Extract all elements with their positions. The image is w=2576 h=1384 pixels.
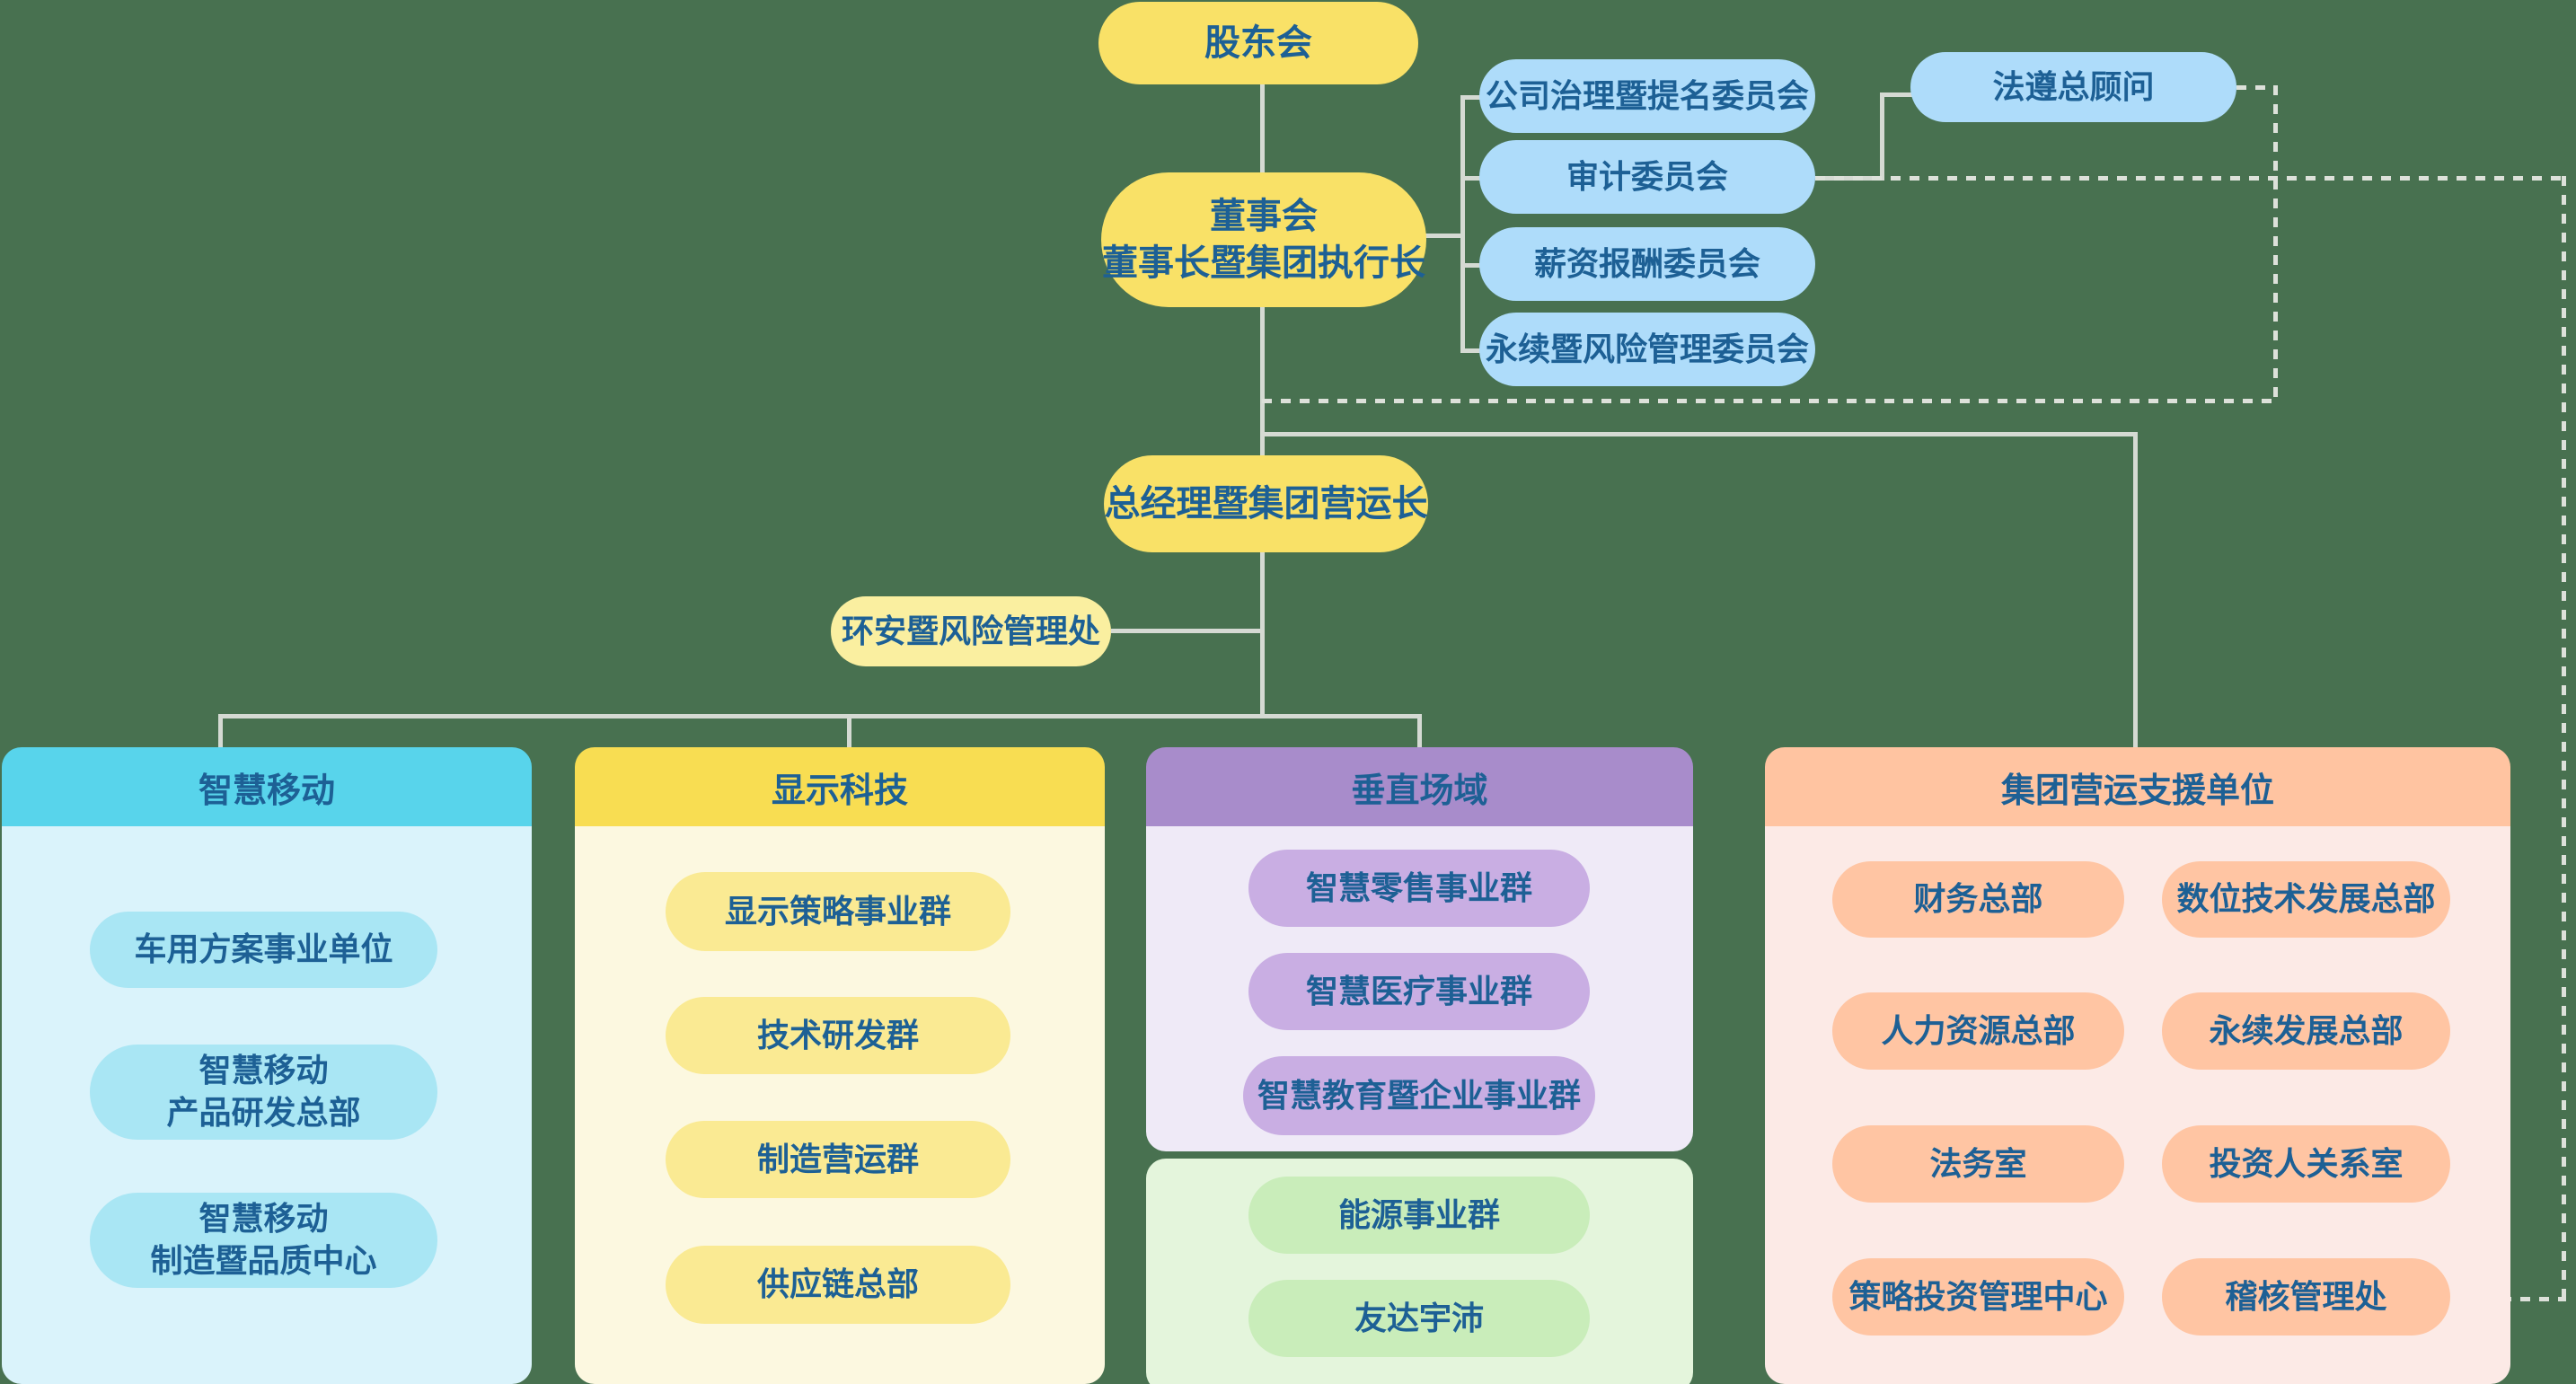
president-coo-box: 总经理暨集团营运长 xyxy=(1104,455,1428,552)
pill-automotive-solutions: 车用方案事业单位 xyxy=(90,912,437,988)
pill-label: 能源事业群 xyxy=(1337,1195,1500,1233)
pill-label: 人力资源总部 xyxy=(1881,1011,2076,1049)
president-coo-label: 总经理暨集团营运长 xyxy=(1104,484,1428,524)
pill-label: 法务室 xyxy=(1929,1144,2027,1182)
connector-audit-compliance-v xyxy=(1880,93,1884,181)
bracket-stub-3 xyxy=(1460,263,1484,268)
committee-label: 薪资报酬委员会 xyxy=(1533,244,1760,282)
board-label-line1: 董事会 xyxy=(1210,197,1318,236)
pill-finance-hq: 财务总部 xyxy=(1832,861,2124,938)
pill-label: 显示策略事业群 xyxy=(724,892,951,930)
pill-label: 财务总部 xyxy=(1913,880,2043,918)
committee-pill-sustainability-risk: 永续暨风险管理委员会 xyxy=(1479,313,1815,386)
distribution-line xyxy=(218,714,1422,718)
panel-header-display-tech: 显示科技 xyxy=(575,747,1105,826)
drop-col2 xyxy=(847,714,851,750)
pill-energy-bg: 能源事业群 xyxy=(1248,1177,1590,1254)
pill-label: 制造营运群 xyxy=(756,1140,919,1177)
chief-compliance-label: 法遵总顾问 xyxy=(1992,67,2155,105)
pill-smart-healthcare-bg: 智慧医疗事业群 xyxy=(1248,953,1590,1030)
panel-title: 显示科技 xyxy=(771,771,908,810)
pill-label: 永续发展总部 xyxy=(2209,1011,2404,1049)
bracket-stub-4 xyxy=(1460,348,1484,353)
pill-smart-mobility-rd: 智慧移动 产品研发总部 xyxy=(90,1045,437,1140)
pill-manufacturing-operations-group: 制造营运群 xyxy=(666,1121,1010,1198)
panel-header-smart-mobility: 智慧移动 xyxy=(2,747,532,826)
pill-label: 智慧零售事业群 xyxy=(1305,868,1532,906)
pill-digital-tech-development-hq: 数位技术发展总部 xyxy=(2162,861,2450,938)
pill-label: 供应链总部 xyxy=(756,1265,919,1303)
panel-title: 垂直场域 xyxy=(1351,771,1488,810)
pill-label: 车用方案事业单位 xyxy=(134,930,393,968)
drop-col3 xyxy=(1417,714,1422,750)
connector-board-bracket xyxy=(1425,234,1464,238)
pill-auo-envirotech: 友达宇沛 xyxy=(1248,1280,1590,1357)
connector-compliance-stub xyxy=(1880,93,1912,97)
connector-shareholders-board xyxy=(1260,82,1265,175)
pill-label: 智慧教育暨企业事业群 xyxy=(1257,1076,1581,1114)
pill-technology-rd-group: 技术研发群 xyxy=(666,997,1010,1074)
shareholders-box: 股东会 xyxy=(1098,2,1418,84)
committee-pill-compensation: 薪资报酬委员会 xyxy=(1479,227,1815,301)
committee-label: 公司治理暨提名委员会 xyxy=(1485,76,1809,114)
bracket-stub-2 xyxy=(1460,176,1484,181)
ehs-risk-label: 环安暨风险管理处 xyxy=(841,612,1100,649)
pill-legal-office: 法务室 xyxy=(1832,1125,2124,1203)
committee-pill-governance-nomination: 公司治理暨提名委员会 xyxy=(1479,59,1815,133)
dotted-compliance-stub xyxy=(2236,85,2278,90)
pill-smart-education-enterprise-bg: 智慧教育暨企业事业群 xyxy=(1243,1056,1595,1135)
panel-header-group-support: 集团营运支援单位 xyxy=(1765,747,2510,826)
pill-label: 策略投资管理中心 xyxy=(1848,1277,2108,1315)
board-box: 董事会 董事长暨集团执行长 xyxy=(1101,172,1426,307)
connector-president-distribution xyxy=(1260,551,1265,718)
pill-label: 稽核管理处 xyxy=(2225,1277,2387,1315)
pill-label: 友达宇沛 xyxy=(1354,1299,1484,1336)
panel-header-vertical-domains: 垂直场域 xyxy=(1146,747,1693,826)
drop-col1 xyxy=(218,714,223,750)
committee-label: 永续暨风险管理委员会 xyxy=(1485,330,1809,367)
bracket-stub-1 xyxy=(1460,95,1484,100)
shareholders-label: 股东会 xyxy=(1204,23,1312,63)
pill-label: 数位技术发展总部 xyxy=(2176,880,2436,918)
dotted-board-compliance-v xyxy=(2273,85,2278,403)
pill-hr-hq: 人力资源总部 xyxy=(1832,992,2124,1070)
pill-label: 智慧移动 xyxy=(198,1052,329,1089)
connector-ehs xyxy=(1111,629,1262,633)
panel-display-tech: 显示科技 xyxy=(575,747,1105,1384)
pill-label: 产品研发总部 xyxy=(166,1094,361,1131)
pill-internal-audit-office: 稽核管理处 xyxy=(2162,1258,2450,1336)
board-label-line2: 董事长暨集团执行长 xyxy=(1102,243,1425,283)
pill-strategic-investment-center: 策略投资管理中心 xyxy=(1832,1258,2124,1336)
dotted-audit-v xyxy=(2562,176,2566,1301)
bracket-committees xyxy=(1460,95,1465,353)
ehs-risk-box: 环安暨风险管理处 xyxy=(831,596,1111,666)
feed-col4-v xyxy=(2133,432,2138,750)
pill-display-strategy-bg: 显示策略事业群 xyxy=(666,872,1010,951)
panel-title: 智慧移动 xyxy=(198,771,335,810)
pill-label: 制造暨品质中心 xyxy=(150,1242,377,1279)
pill-sustainability-hq: 永续发展总部 xyxy=(2162,992,2450,1070)
committee-pill-audit: 审计委员会 xyxy=(1479,140,1815,214)
feed-col4-h xyxy=(1262,432,2138,436)
chief-compliance-box: 法遵总顾问 xyxy=(1910,52,2236,122)
pill-investor-relations-office: 投资人关系室 xyxy=(2162,1125,2450,1203)
pill-smart-retail-bg: 智慧零售事业群 xyxy=(1248,850,1590,927)
pill-label: 智慧移动 xyxy=(198,1200,329,1238)
pill-label: 技术研发群 xyxy=(756,1016,919,1053)
pill-smart-mobility-mfg-quality: 智慧移动 制造暨品质中心 xyxy=(90,1193,437,1288)
connector-board-president xyxy=(1260,305,1265,458)
panel-title: 集团营运支援单位 xyxy=(2000,771,2274,810)
pill-label: 投资人关系室 xyxy=(2209,1144,2404,1182)
dotted-audit-h xyxy=(1815,176,2566,181)
pill-label: 智慧医疗事业群 xyxy=(1305,972,1532,1009)
pill-supply-chain-hq: 供应链总部 xyxy=(666,1246,1010,1324)
dotted-board-compliance-h xyxy=(1262,399,2278,403)
committee-label: 审计委员会 xyxy=(1566,157,1728,195)
